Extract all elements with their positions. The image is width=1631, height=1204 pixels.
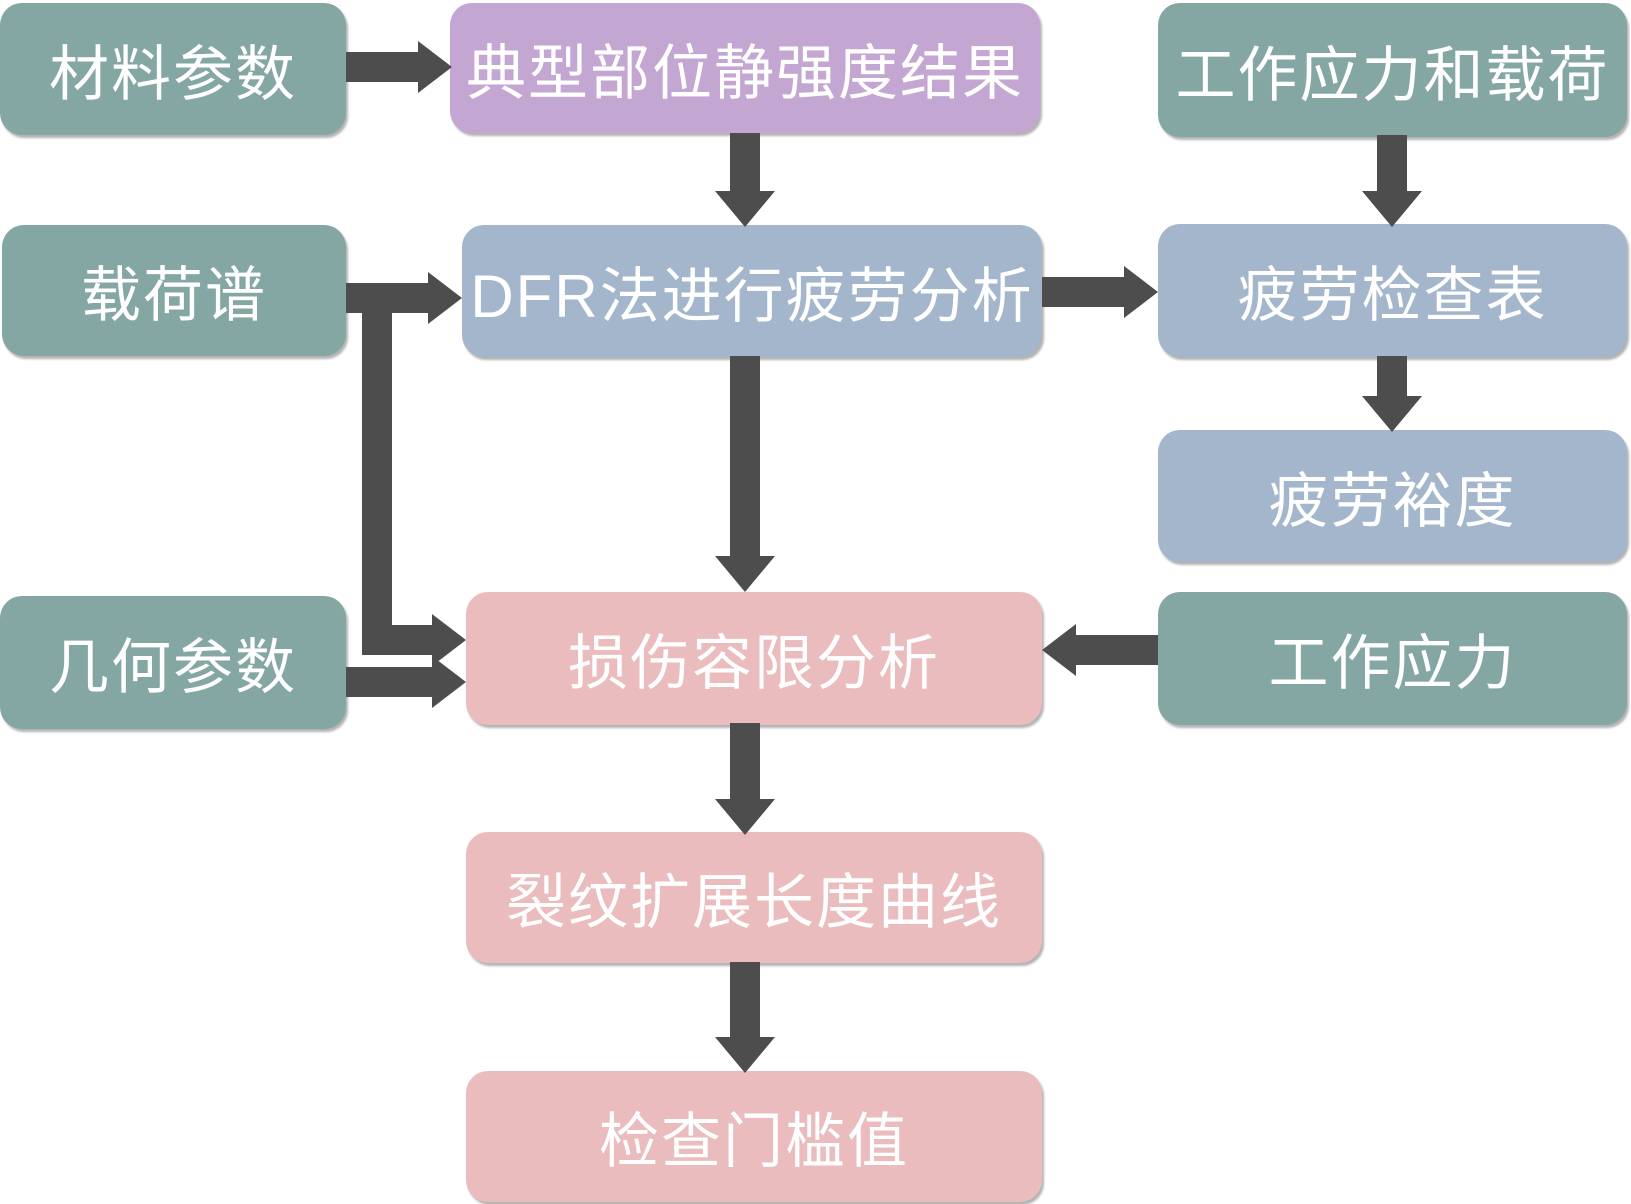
- node-damage-tolerance-analysis: 损伤容限分析: [466, 592, 1042, 725]
- arrow-stem: [1377, 356, 1407, 396]
- arrow-down-icon: [1362, 396, 1422, 432]
- node-inspection-threshold: 检查门槛值: [466, 1071, 1042, 1202]
- node-fatigue-checklist: 疲劳检查表: [1158, 224, 1627, 357]
- node-crack-growth-length-curve: 裂纹扩展长度曲线: [466, 832, 1042, 963]
- node-load-spectrum: 载荷谱: [2, 225, 346, 356]
- node-material-parameters: 材料参数: [0, 3, 346, 135]
- arrow-down-icon: [715, 191, 775, 227]
- arrow-right-icon: [418, 41, 452, 93]
- arrow-stem: [1076, 635, 1158, 665]
- node-dfr-fatigue-analysis: DFR法进行疲劳分析: [462, 225, 1042, 357]
- arrow-stem: [730, 356, 760, 556]
- node-geometry-parameters: 几何参数: [0, 596, 346, 729]
- node-fatigue-margin: 疲劳裕度: [1158, 430, 1627, 562]
- arrow-stem: [730, 962, 760, 1037]
- node-working-stress: 工作应力: [1158, 592, 1627, 725]
- arrow-stem: [362, 284, 392, 655]
- arrow-down-icon: [715, 556, 775, 592]
- arrow-down-icon: [715, 1037, 775, 1073]
- arrow-right-icon: [428, 272, 462, 324]
- node-static-strength-results: 典型部位静强度结果: [450, 3, 1040, 133]
- arrow-down-icon: [1362, 191, 1422, 227]
- arrow-stem: [1377, 135, 1407, 191]
- arrow-right-icon: [1124, 266, 1158, 318]
- arrow-stem: [362, 625, 432, 655]
- arrow-right-icon: [432, 656, 466, 708]
- arrow-down-icon: [715, 799, 775, 835]
- arrow-stem: [730, 133, 760, 191]
- arrow-left-icon: [1042, 624, 1076, 676]
- arrow-stem: [346, 667, 432, 697]
- arrow-stem: [346, 52, 418, 82]
- arrow-stem: [1042, 277, 1124, 307]
- node-working-stress-and-load: 工作应力和载荷: [1158, 3, 1627, 137]
- arrow-stem: [730, 723, 760, 799]
